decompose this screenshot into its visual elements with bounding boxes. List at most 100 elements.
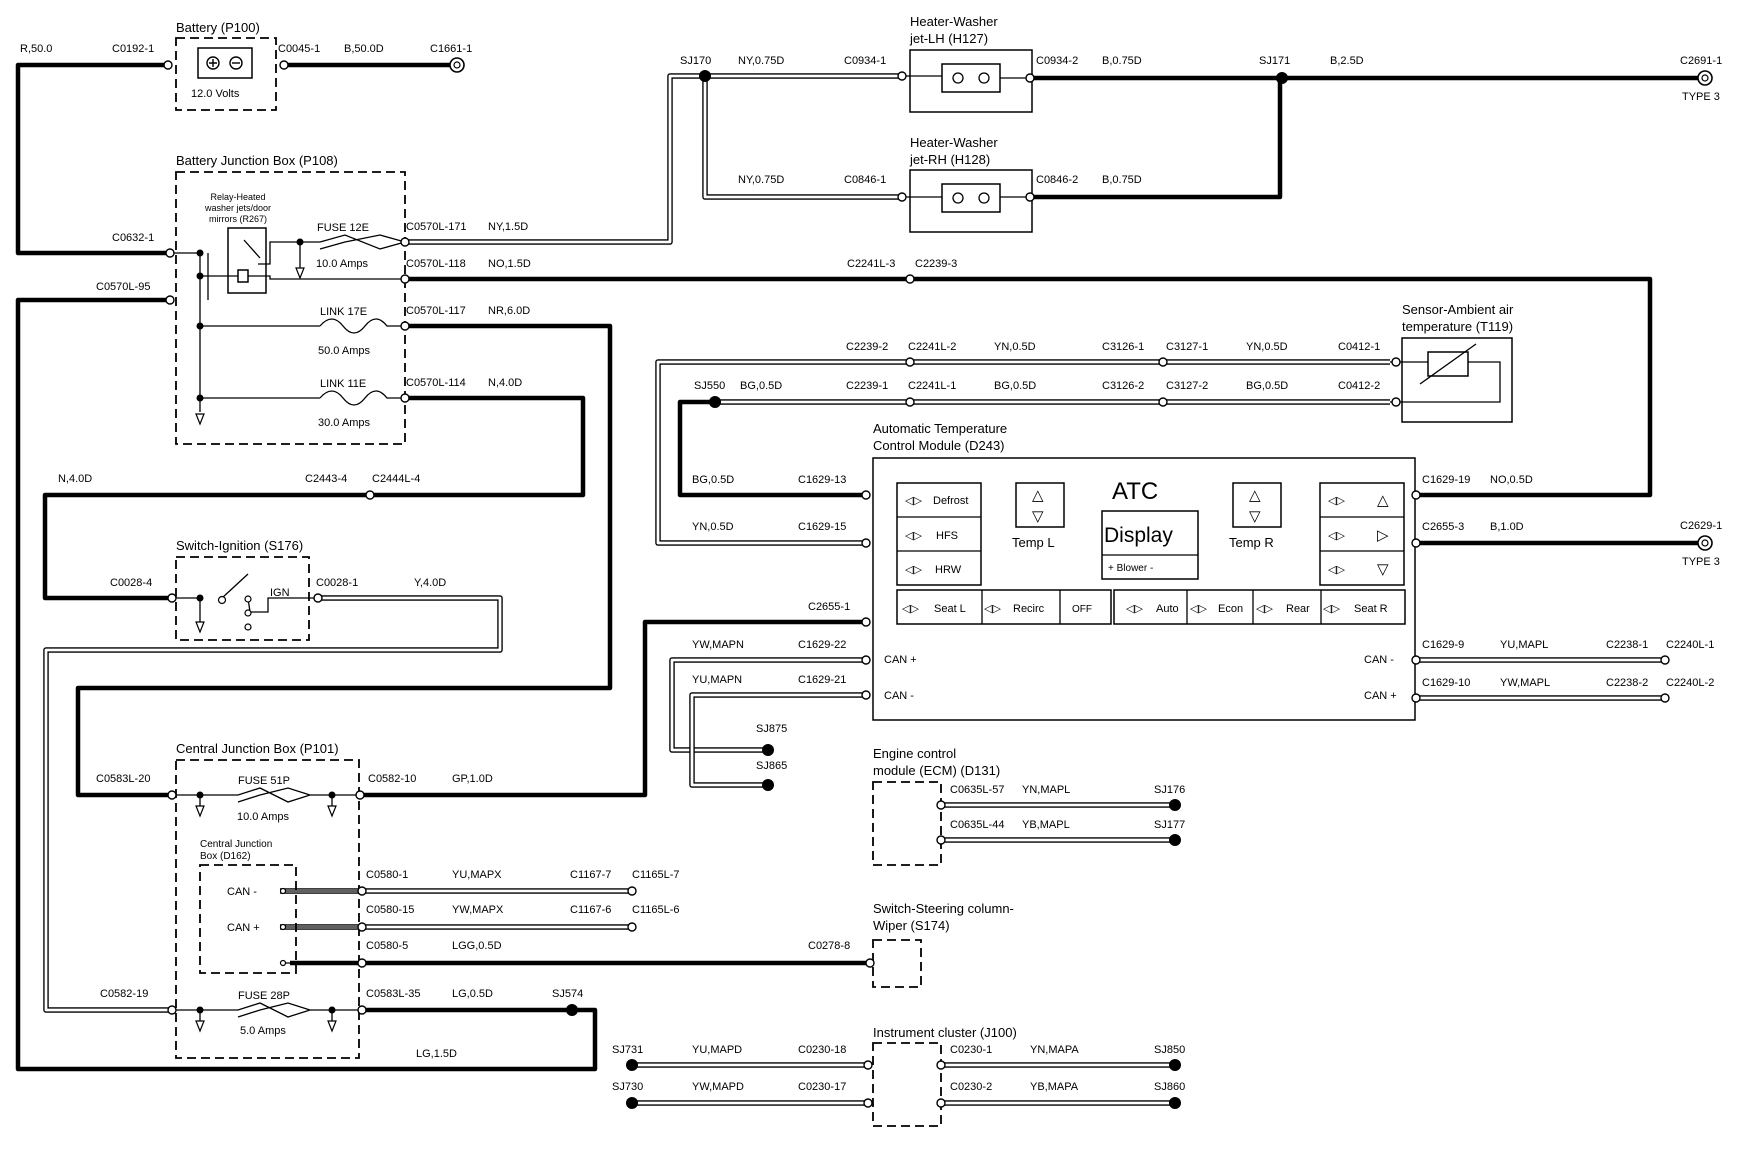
svg-text:C0230-2: C0230-2	[950, 1081, 992, 1093]
fuse-12e-name: FUSE 12E	[317, 222, 369, 234]
svg-text:IGN: IGN	[270, 587, 290, 599]
svg-text:C0632-1: C0632-1	[112, 232, 154, 244]
display-label: Display	[1104, 524, 1173, 547]
svg-text:△: △	[1249, 487, 1261, 504]
svg-text:NR,6.0D: NR,6.0D	[488, 305, 530, 317]
atc-logo: ATC	[1112, 478, 1158, 505]
svg-text:Switch-Steering column-: Switch-Steering column-	[873, 901, 1014, 916]
link-11e-rating: 30.0 Amps	[318, 417, 370, 429]
svg-text:jet-RH (H128): jet-RH (H128)	[909, 152, 990, 167]
svg-text:YU,MAPX: YU,MAPX	[452, 869, 502, 881]
ground-arrow-icon	[327, 1020, 337, 1033]
svg-text:C2239-3: C2239-3	[915, 258, 957, 270]
svg-text:SJ860: SJ860	[1154, 1081, 1185, 1093]
svg-text:SJ550: SJ550	[694, 380, 725, 392]
button-defrost-label: Defrost	[933, 495, 968, 507]
svg-text:TYPE 3: TYPE 3	[1682, 91, 1720, 103]
svg-text:C0635L-57: C0635L-57	[950, 784, 1004, 796]
svg-text:C0582-10: C0582-10	[368, 773, 416, 785]
svg-text:C2444L-4: C2444L-4	[372, 473, 420, 485]
temp-r-label: Temp R	[1229, 535, 1274, 550]
fuse-12e-rating: 10.0 Amps	[316, 258, 368, 270]
svg-text:Control Module (D243): Control Module (D243)	[873, 438, 1005, 453]
svg-text:C2239-2: C2239-2	[846, 341, 888, 353]
svg-text:SJ170: SJ170	[680, 55, 711, 67]
svg-text:Sensor-Ambient air: Sensor-Ambient air	[1402, 302, 1514, 317]
link-17e-name: LINK 17E	[320, 306, 367, 318]
svg-text:C0580-5: C0580-5	[366, 940, 408, 952]
svg-text:C0028-4: C0028-4	[110, 577, 152, 589]
svg-text:Heater-Washer: Heater-Washer	[910, 14, 998, 29]
svg-text:SJ171: SJ171	[1259, 55, 1290, 67]
svg-text:C2443-4: C2443-4	[305, 473, 347, 485]
svg-text:C0278-8: C0278-8	[808, 940, 850, 952]
wire-gp10d	[360, 619, 865, 798]
svg-text:NO,0.5D: NO,0.5D	[1490, 474, 1533, 486]
ground-arrow-icon	[195, 1020, 205, 1033]
svg-text:YB,MAPA: YB,MAPA	[1030, 1081, 1079, 1093]
ignition-switch: Switch-Ignition (S176) IGN	[167, 538, 323, 641]
svg-text:▷: ▷	[1377, 527, 1389, 544]
svg-text:◁▷: ◁▷	[1126, 603, 1143, 615]
svg-text:C2629-1: C2629-1	[1680, 520, 1722, 532]
svg-text:C1167-6: C1167-6	[570, 904, 611, 916]
svg-text:C1629-10: C1629-10	[1422, 677, 1470, 689]
wire-bg05d	[677, 399, 865, 498]
svg-text:◁▷: ◁▷	[1328, 495, 1345, 507]
button-recirc-label: Recirc	[1013, 603, 1045, 615]
button-hrw-label: HRW	[935, 564, 962, 576]
svg-text:SJ850: SJ850	[1154, 1044, 1185, 1056]
battery-voltage: 12.0 Volts	[191, 88, 240, 100]
svg-text:Box (D162): Box (D162)	[200, 851, 251, 862]
svg-text:C0846-1: C0846-1	[844, 174, 886, 186]
svg-text:temperature (T119): temperature (T119)	[1402, 319, 1513, 334]
svg-text:C1629-19: C1629-19	[1422, 474, 1470, 486]
central-junction-box: Central Junction Box (P101) FUSE 51P 10.…	[167, 741, 367, 1059]
svg-text:◁▷: ◁▷	[1328, 564, 1345, 576]
svg-text:BG,0.5D: BG,0.5D	[994, 380, 1036, 392]
button-seat-l-label: Seat L	[934, 603, 966, 615]
link-11e-name: LINK 11E	[320, 378, 366, 390]
svg-text:YN,0.5D: YN,0.5D	[994, 341, 1036, 353]
ground-arrow-icon	[327, 805, 337, 818]
instrument-cluster: Instrument cluster (J100)	[863, 1025, 1017, 1127]
bjb-title: Battery Junction Box (P108)	[176, 153, 338, 168]
svg-text:10.0 Amps: 10.0 Amps	[237, 811, 289, 823]
ground-arrow-icon	[195, 621, 205, 634]
svg-text:C2241L-3: C2241L-3	[847, 258, 895, 270]
washer-jet-lh: Heater-Washer jet-LH (H127)	[897, 14, 1035, 113]
svg-text:SJ177: SJ177	[1154, 819, 1185, 831]
splice-sj177	[1169, 834, 1181, 846]
svg-text:C0580-1: C0580-1	[366, 869, 408, 881]
svg-text:◁▷: ◁▷	[1323, 603, 1340, 615]
svg-text:Wiper (S174): Wiper (S174)	[873, 918, 950, 933]
svg-text:LG,1.5D: LG,1.5D	[416, 1048, 457, 1060]
atc-module: Automatic Temperature Control Module (D2…	[861, 421, 1421, 721]
svg-text:C1629-21: C1629-21	[798, 674, 846, 686]
svg-text:C0412-1: C0412-1	[1338, 341, 1380, 353]
svg-text:NY,1.5D: NY,1.5D	[488, 221, 528, 233]
svg-text:C1661-1: C1661-1	[430, 43, 472, 55]
svg-text:C3127-1: C3127-1	[1166, 341, 1208, 353]
steering-switch: Switch-Steering column- Wiper (S174)	[865, 901, 1014, 988]
ground-arrow-icon	[295, 267, 305, 280]
svg-text:GP,1.0D: GP,1.0D	[452, 773, 493, 785]
svg-text:C0045-1: C0045-1	[278, 43, 320, 55]
svg-text:CAN +: CAN +	[884, 654, 917, 666]
splice-sj171	[1276, 72, 1288, 84]
wire-r50	[15, 62, 170, 256]
svg-text:LGG,0.5D: LGG,0.5D	[452, 940, 502, 952]
svg-text:Engine control: Engine control	[873, 746, 956, 761]
svg-text:C0934-1: C0934-1	[844, 55, 886, 67]
battery-junction-box: Battery Junction Box (P108) Relay-Heated…	[165, 153, 410, 445]
svg-text:C0846-2: C0846-2	[1036, 174, 1078, 186]
button-off-label: OFF	[1072, 604, 1092, 615]
svg-text:◁▷: ◁▷	[905, 564, 922, 576]
svg-text:◁▷: ◁▷	[984, 603, 1001, 615]
svg-text:Central Junction Box (P101): Central Junction Box (P101)	[176, 741, 339, 756]
svg-text:C1629-9: C1629-9	[1422, 639, 1464, 651]
svg-text:CAN -: CAN -	[227, 886, 257, 898]
svg-text:Central Junction: Central Junction	[200, 839, 272, 850]
splice-sj865	[762, 779, 774, 791]
